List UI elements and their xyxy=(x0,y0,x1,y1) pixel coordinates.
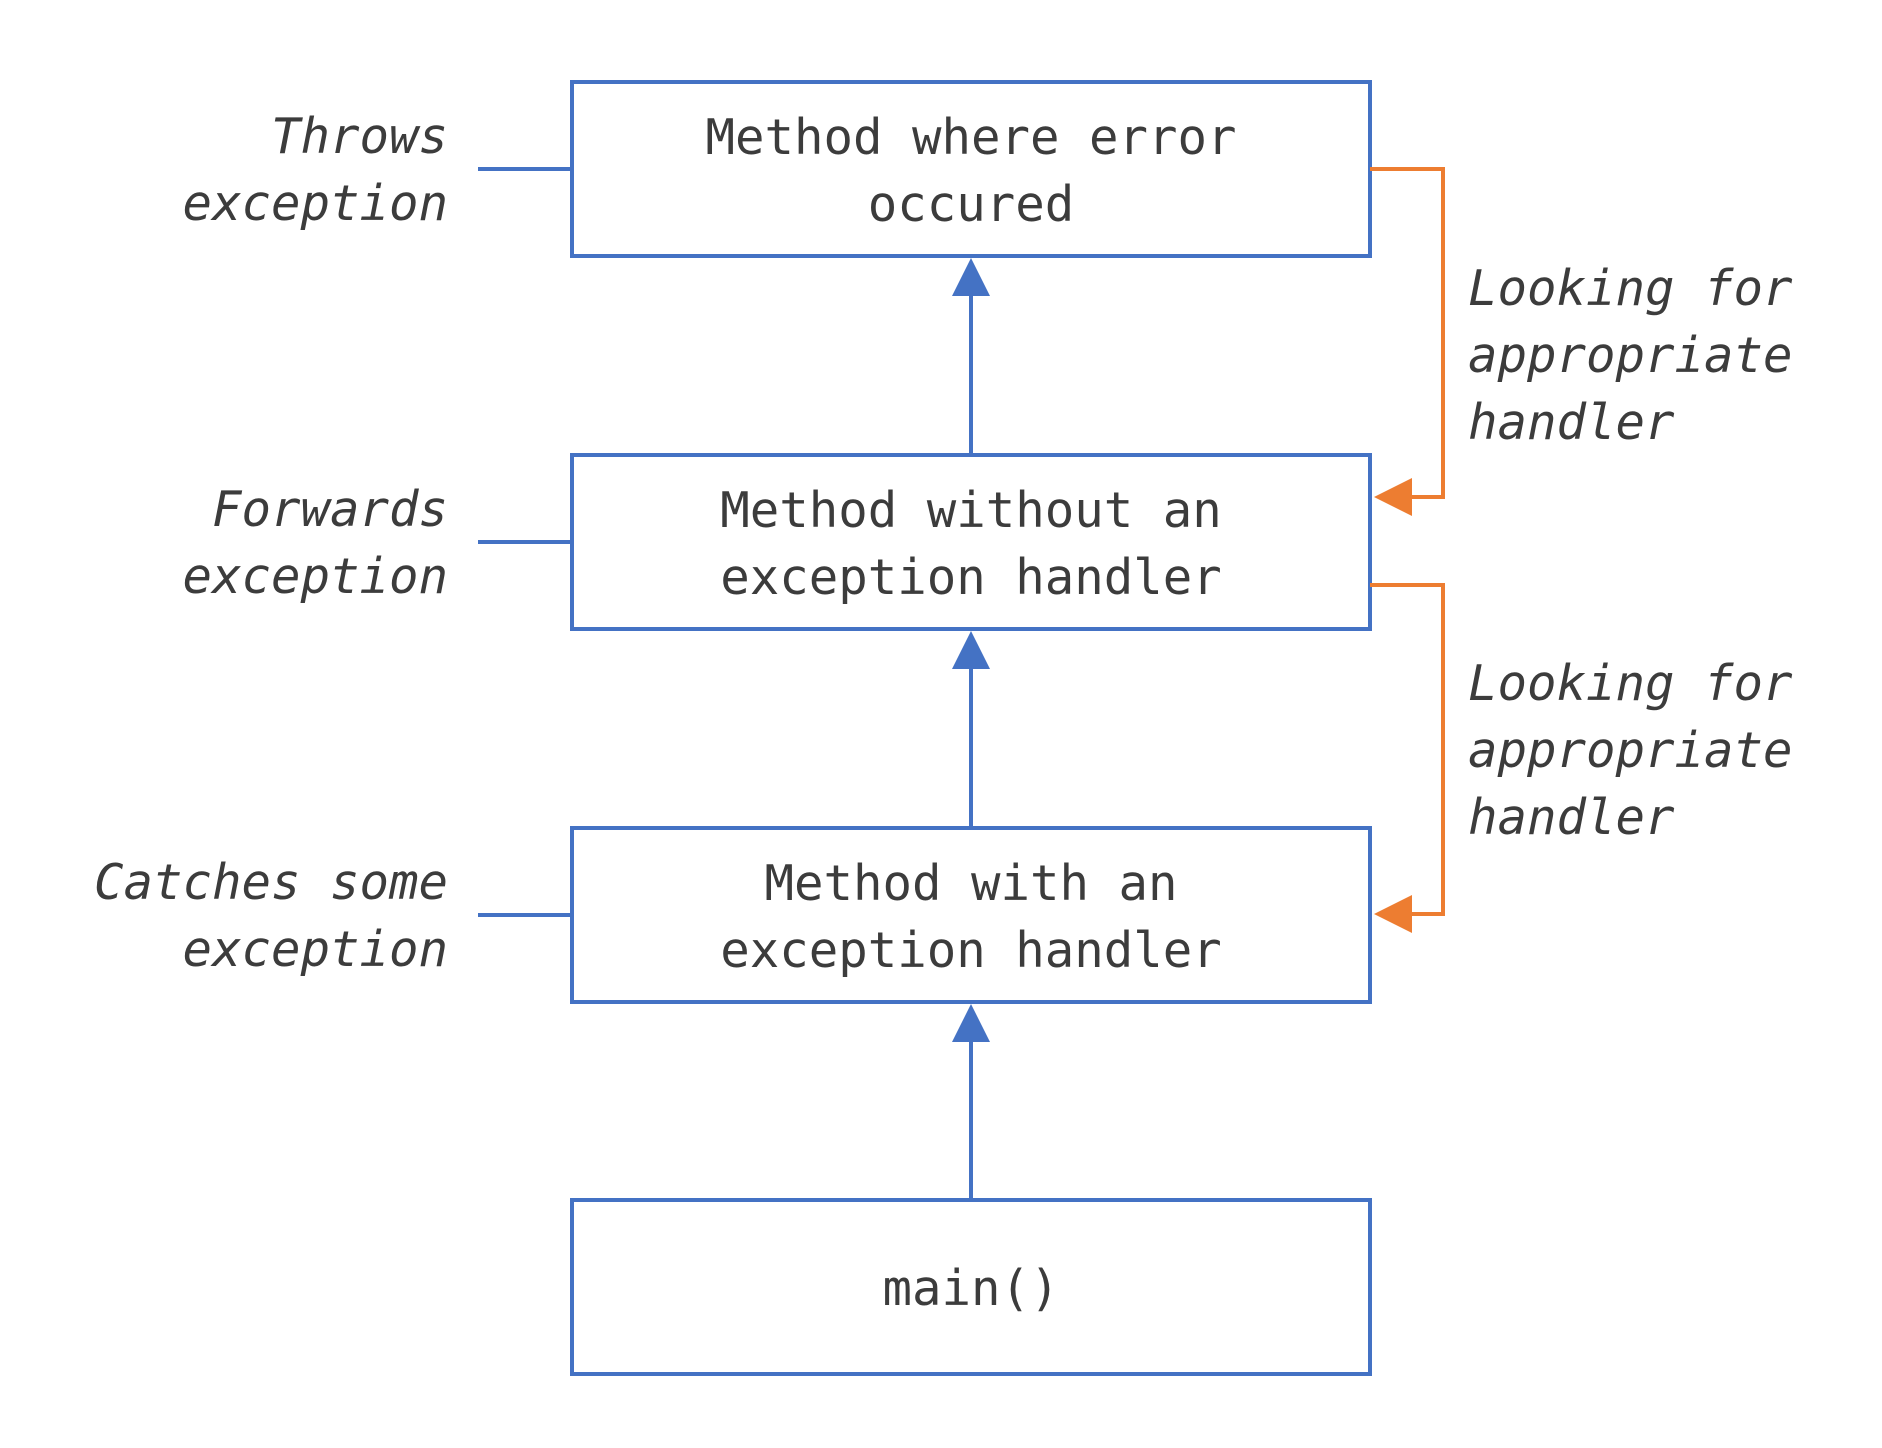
right-label-search-2-line-2: appropriate xyxy=(1468,722,1793,779)
stack-arrow-1-head xyxy=(952,258,990,296)
box-main-rect xyxy=(570,1198,1372,1376)
box-method-with-handler-line-1: Method with an xyxy=(764,855,1177,912)
right-label-search-1-line-1: Looking for xyxy=(1468,260,1793,317)
right-label-search-2-line-1: Looking for xyxy=(1468,655,1793,712)
search-arrow-1-head xyxy=(1374,478,1412,516)
box-error-method-line-1: Method where error xyxy=(705,109,1236,166)
box-method-with-handler-line-2: exception handler xyxy=(720,922,1222,979)
box-main-line-1: main() xyxy=(882,1260,1059,1317)
search-arrow-2-head xyxy=(1374,895,1412,933)
stack-arrow-3 xyxy=(952,1004,990,1198)
left-label-catches: Catches some exception xyxy=(94,854,448,978)
stack-arrow-2 xyxy=(952,631,990,826)
box-main: main() xyxy=(570,1198,1372,1376)
right-label-search-2-line-3: handler xyxy=(1468,789,1675,846)
left-label-catches-line-1: Catches some xyxy=(94,854,448,911)
box-error-method-line-2: occured xyxy=(868,176,1075,233)
search-arrow-2 xyxy=(1370,583,1445,933)
right-label-search-2: Looking for appropriate handler xyxy=(1468,655,1793,846)
stack-arrow-2-head xyxy=(952,631,990,669)
right-label-search-1: Looking for appropriate handler xyxy=(1468,260,1793,451)
search-arrow-2-path xyxy=(1370,583,1445,916)
search-arrow-1-path xyxy=(1370,167,1445,499)
box-method-with-handler: Method with an exception handler xyxy=(570,826,1372,1004)
left-label-throws-line-1: Throws xyxy=(271,108,448,165)
left-label-throws: Throws exception xyxy=(182,108,448,232)
stack-arrow-1 xyxy=(952,258,990,453)
search-arrow-1 xyxy=(1370,167,1445,516)
left-label-forwards: Forwards exception xyxy=(182,481,448,605)
right-label-search-1-line-2: appropriate xyxy=(1468,327,1793,384)
left-label-forwards-line-2: exception xyxy=(182,548,448,605)
left-label-forwards-line-1: Forwards xyxy=(212,481,448,538)
left-label-throws-line-2: exception xyxy=(182,175,448,232)
box-error-method: Method where error occured xyxy=(570,80,1372,258)
box-method-without-handler: Method without an exception handler xyxy=(570,453,1372,631)
box-method-without-handler-line-2: exception handler xyxy=(720,549,1222,606)
right-label-search-1-line-3: handler xyxy=(1468,394,1675,451)
stack-arrow-3-head xyxy=(952,1004,990,1042)
left-label-catches-line-2: exception xyxy=(182,921,448,978)
box-method-without-handler-line-1: Method without an xyxy=(720,482,1222,539)
